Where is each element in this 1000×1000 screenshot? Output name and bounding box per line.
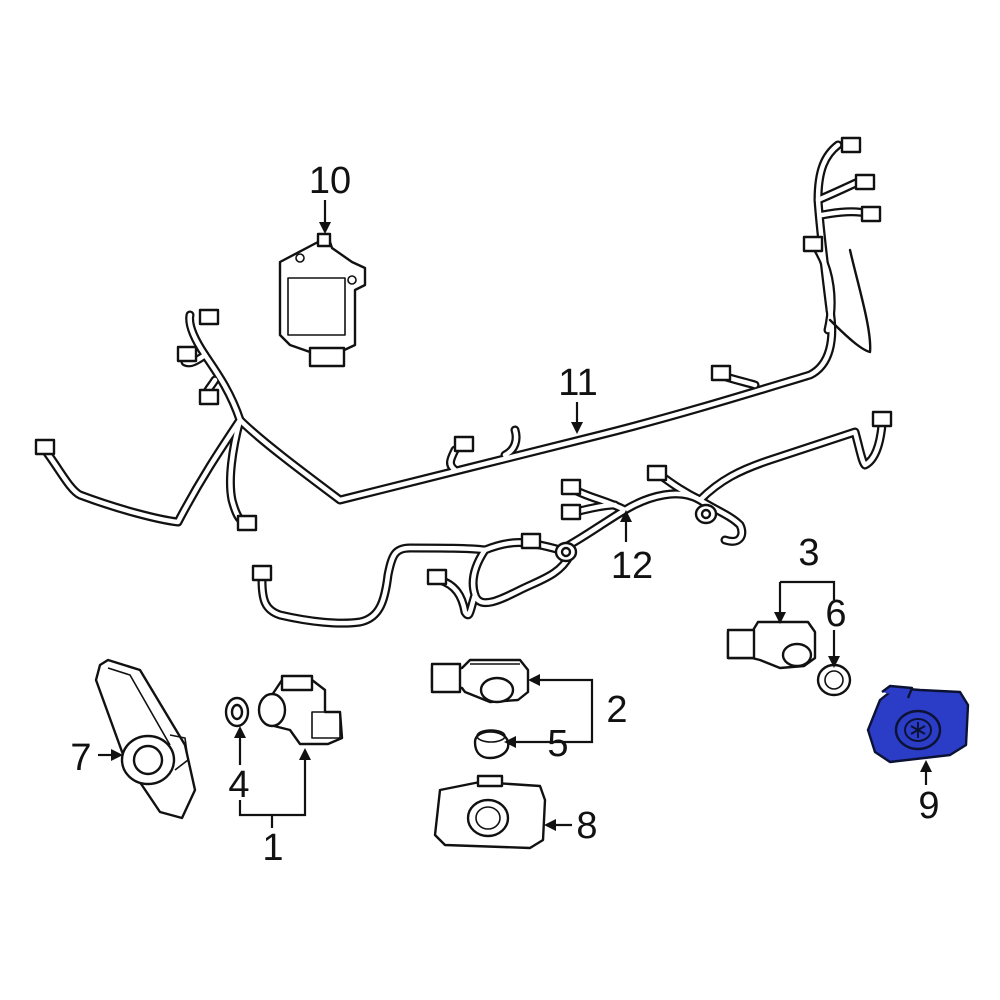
part-1-parking-sensor[interactable] (257, 674, 344, 746)
callout-8: 8 (576, 805, 597, 847)
callout-6: 6 (825, 593, 846, 635)
callout-1: 1 (262, 827, 283, 869)
callout-7: 7 (70, 737, 91, 779)
part-5-retainer[interactable] (473, 729, 510, 760)
part-3-parking-sensor[interactable] (726, 620, 817, 670)
leader-lines (98, 200, 932, 831)
part-8-sensor-bezel[interactable] (433, 774, 547, 850)
part-2-parking-sensor[interactable] (430, 658, 530, 704)
part-7-sensor-bracket[interactable] (94, 658, 197, 820)
part-4-washer[interactable] (224, 696, 250, 728)
callout-2: 2 (606, 689, 627, 731)
callout-10: 10 (309, 160, 351, 202)
callout-3: 3 (798, 532, 819, 574)
part-10-control-module[interactable] (278, 232, 367, 368)
callout-labels: 10 11 12 3 6 2 5 7 8 4 1 9 (70, 160, 939, 869)
part-12-wire-harness[interactable] (251, 410, 893, 628)
callout-12: 12 (611, 545, 653, 587)
callout-4: 4 (228, 764, 249, 806)
callout-5: 5 (547, 723, 568, 765)
part-6-retainer[interactable] (816, 663, 852, 697)
callout-9: 9 (918, 785, 939, 827)
callout-11: 11 (558, 362, 597, 404)
part-11-wire-harness[interactable] (34, 136, 882, 532)
part-9-sensor-bezel-highlighted[interactable] (866, 684, 970, 764)
